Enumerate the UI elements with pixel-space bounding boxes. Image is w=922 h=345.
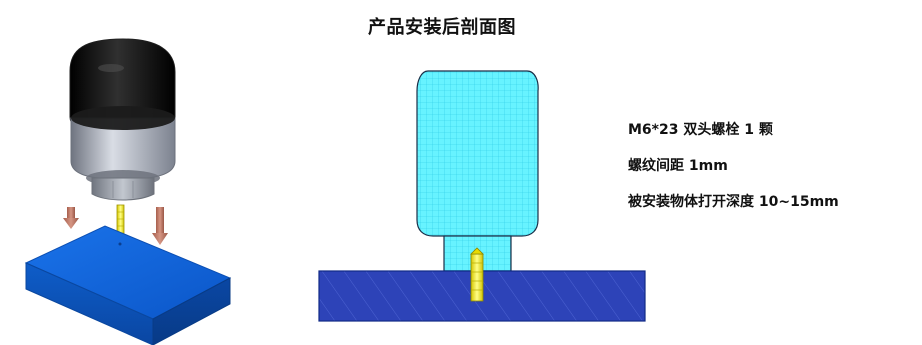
product-3d-view: [24, 38, 232, 345]
spec-bolt: M6*23 双头螺栓 1 颗: [628, 122, 773, 138]
right-down-arrow-icon: [152, 207, 168, 245]
installed-section-view: [318, 70, 646, 322]
spec-thread-pitch: 螺纹间距 1mm: [628, 158, 728, 174]
product-body-icon: [70, 106, 176, 186]
hex-nut-icon: [91, 177, 155, 201]
section-cap-icon: [416, 70, 539, 237]
mounting-plate-icon: [24, 225, 232, 345]
spec-hole-depth: 被安装物体打开深度 10~15mm: [628, 194, 839, 210]
spec-list: M6*23 双头螺栓 1 颗 螺纹间距 1mm 被安装物体打开深度 10~15m…: [628, 112, 922, 220]
diagram-title: 产品安装后剖面图: [368, 17, 516, 38]
section-stud-bolt-icon: [470, 247, 484, 302]
left-down-arrow-icon: [63, 207, 79, 229]
